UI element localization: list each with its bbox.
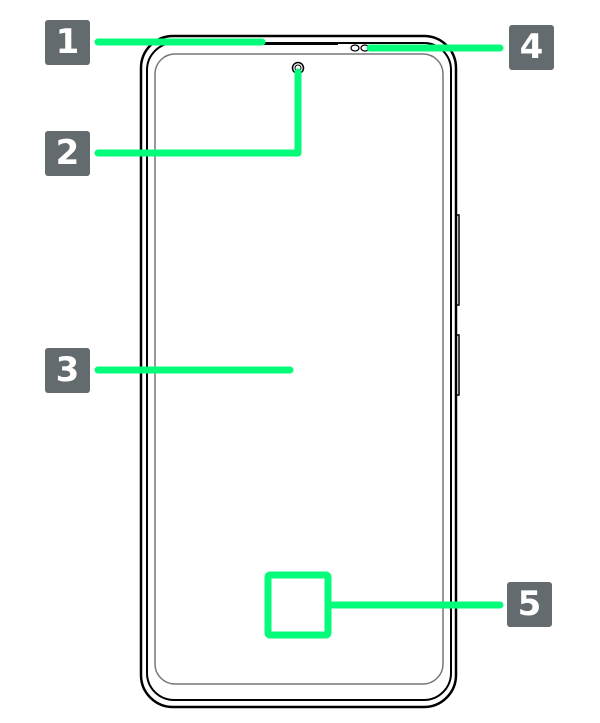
callout-badge-3: 3 [45,348,90,393]
power-button [456,334,460,396]
callout-badge-5: 5 [507,582,552,627]
volume-button [456,214,460,306]
phone-body [139,34,460,709]
callout-badge-1: 1 [45,20,90,65]
fingerprint-sensor-highlight [264,571,332,639]
callout-line-2 [94,68,302,157]
callout-badge-4: 4 [509,25,554,70]
callout-lines [94,38,504,639]
sensor-dot [350,44,360,52]
callout-badge-2: 2 [45,131,90,176]
